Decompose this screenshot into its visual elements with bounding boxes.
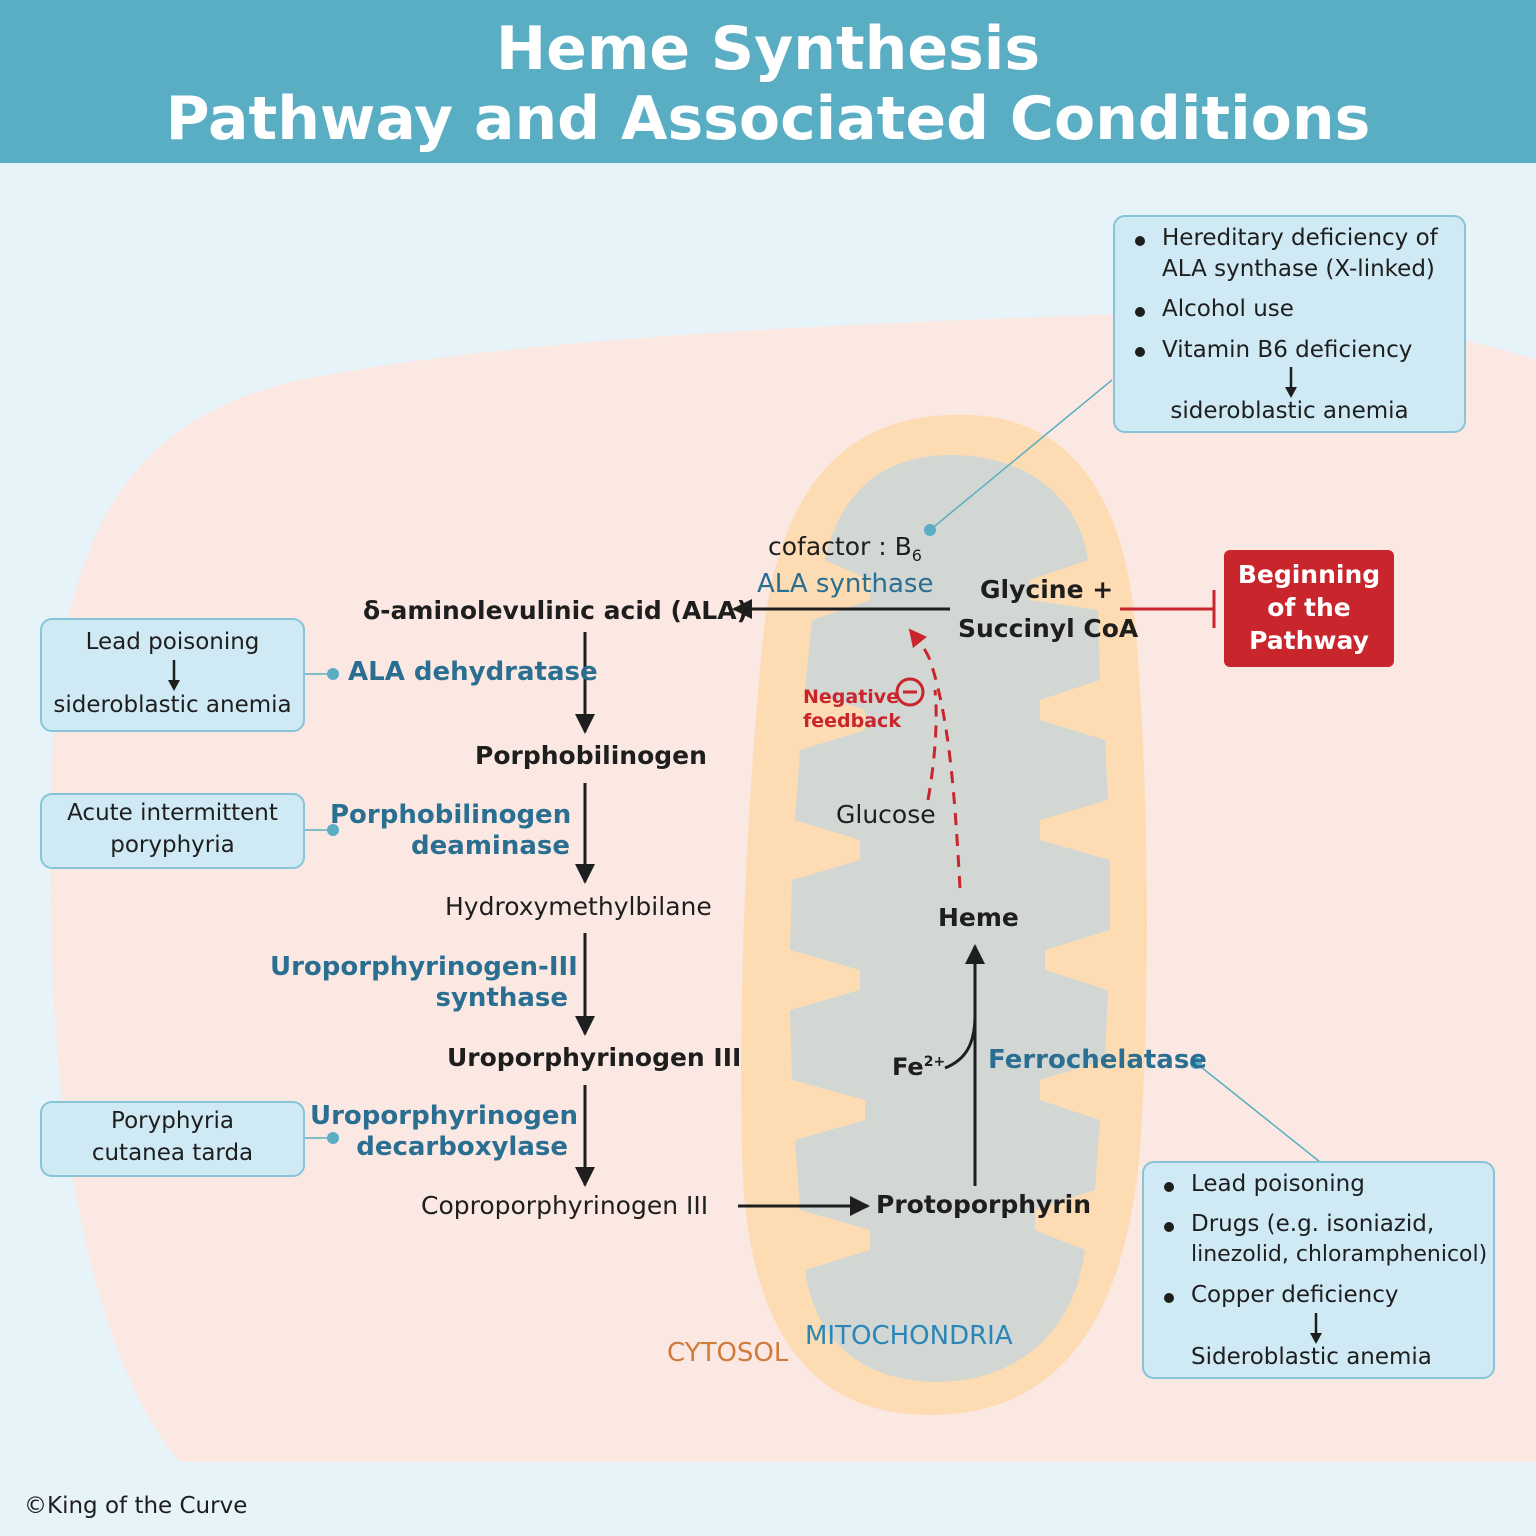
bullet [1164,1182,1174,1192]
glucose-label: Glucose [836,800,936,829]
down-arrow-icon [1310,1313,1322,1344]
coproporphyrinogen3-label: Coproporphyrinogen III [421,1191,709,1220]
ala-dehydratase-label: ALA dehydratase [348,657,598,687]
ala-synthase-conditions-box: Hereditary deficiency of ALA synthase (X… [1113,215,1466,433]
porphobilinogen-label: Porphobilinogen [475,741,707,770]
uro3-synthase-label: Uroporphyrinogen-III synthase [270,952,578,1014]
pbg-deaminase-label: Porphobilinogen deaminase [330,800,572,862]
pbg-deaminase-conditions-box: Acute intermittent poryphyria [40,793,305,869]
uro-decarboxylase-conditions-box: Poryphyria cutanea tarda [40,1101,305,1177]
bullet [1135,236,1145,246]
uro-decarboxylase-label: Uroporphyrinogen decarboxylase [310,1101,579,1163]
mitochondria-inner-shape [790,455,1110,1382]
header-banner: Heme Synthesis Pathway and Associated Co… [0,0,1536,163]
ala-dehydratase-conditions-box: Lead poisoning sideroblastic anemia [40,618,305,732]
fe2-label: Fe2+ [892,1053,946,1081]
bullet [1135,307,1145,317]
succinyl-coa-label: Succinyl CoA [958,614,1139,643]
uroporphyrinogen3-label: Uroporphyrinogen III [447,1043,742,1072]
title-line-2: Pathway and Associated Conditions [165,84,1371,154]
title-line-1: Heme Synthesis [495,14,1041,84]
ferrochelatase-conditions-box: Lead poisoning Drugs (e.g. isoniazid, li… [1142,1161,1495,1379]
mitochondria-label: MITOCHONDRIA [805,1321,1013,1351]
bullet [1164,1293,1174,1303]
hydroxymethylbilane-label: Hydroxymethylbilane [445,892,712,921]
cytosol-label: CYTOSOL [667,1338,789,1368]
down-arrow-icon [168,660,180,691]
ferrochelatase-label: Ferrochelatase [988,1045,1207,1075]
copyright-text: ©King of the Curve [24,1493,248,1519]
negative-feedback-label: Negative feedback [803,686,901,732]
bullet [1135,347,1145,357]
bullet [1164,1222,1174,1232]
beginning-of-pathway-box: Beginning of the Pathway [1224,550,1394,667]
down-arrow-icon [1285,367,1297,398]
protoporphyrin-label: Protoporphyrin [876,1190,1092,1219]
glycine-label: Glycine + [980,575,1114,604]
cofactor-label: cofactor : B6 [768,532,922,565]
heme-label: Heme [938,903,1019,932]
ala-label: δ-aminolevulinic acid (ALA) [363,596,748,625]
ala-synthase-label: ALA synthase [757,569,934,599]
